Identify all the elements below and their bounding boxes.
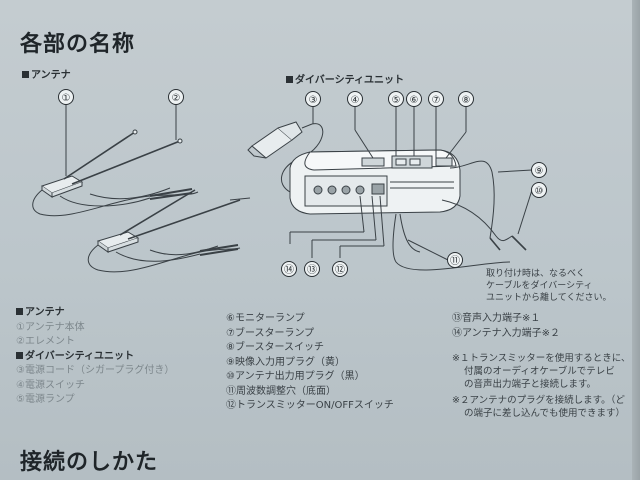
callout-11: ⑪ — [450, 255, 460, 267]
callout-13: ⑬ — [307, 264, 317, 276]
list-item: ⑤電源ランプ — [16, 394, 75, 405]
note-2: ※２アンテナのプラグを接続します。（ど の端子に差し込んでも使用できます） — [452, 395, 626, 419]
callout-3: ③ — [309, 95, 318, 106]
cable-placement-note: 取り付け時は、なるべく ケーブルをダイバーシティ ユニットから離してください。 — [486, 269, 612, 303]
list-item: ⑥モニターランプ — [226, 313, 305, 324]
page-title: 各部の名称 — [20, 32, 136, 57]
list-item: ⑬音声入力端子※１ — [452, 313, 541, 324]
square-bullet-icon — [286, 76, 293, 83]
antenna-unit-top — [32, 129, 251, 217]
list-item: ②エレメント — [16, 336, 75, 347]
section-title-connection: 接続のしかた — [20, 450, 159, 475]
callout-2: ② — [172, 93, 181, 104]
square-bullet-icon — [16, 351, 23, 359]
antenna-unit-bottom — [87, 189, 241, 273]
section-antenna: アンテナ — [22, 66, 71, 81]
parts-list-middle: ⑥モニターランプ ⑦ブースターランプ ⑧ブースタースイッチ ⑨映像入力用プラグ（… — [226, 312, 394, 414]
callout-1: ① — [62, 93, 71, 104]
section-diversity-unit: ダイバーシティユニット — [286, 71, 404, 86]
list-item: ①アンテナ本体 — [16, 321, 85, 333]
list-item: ⑨映像入力用プラグ（黄） — [226, 356, 345, 368]
callout-14: ⑭ — [284, 264, 294, 276]
callout-6: ⑥ — [410, 95, 419, 106]
callout-9: ⑨ — [535, 166, 544, 177]
list-header: アンテナ — [16, 306, 174, 321]
callout-10: ⑩ — [535, 186, 544, 197]
list-item: ⑦ブースターランプ — [226, 327, 315, 339]
callout-4: ④ — [351, 95, 360, 106]
list-item: ⑭アンテナ入力端子※２ — [452, 327, 560, 339]
list-item: ③電源コード（シガープラグ付き） — [16, 365, 175, 376]
square-bullet-icon — [22, 71, 29, 78]
note-1: ※１トランスミッターを使用するときに、 付属のオーディオケーブルでテレビ の音声… — [452, 353, 631, 390]
parts-list-left: アンテナ ①アンテナ本体 ②エレメント ダイバーシティユニット ③電源コード（シ… — [16, 306, 174, 408]
list-header: ダイバーシティユニット — [16, 350, 174, 365]
list-item: ⑧ブースタースイッチ — [226, 342, 324, 353]
diversity-unit-body — [289, 149, 461, 215]
parts-list-right: ⑬音声入力端子※１ ⑭アンテナ入力端子※２ — [452, 312, 560, 341]
callout-12: ⑫ — [335, 264, 345, 276]
list-item: ⑩アンテナ出力用プラグ（黒） — [226, 371, 365, 382]
square-bullet-icon — [16, 308, 23, 315]
list-item: ④電源スイッチ — [16, 379, 85, 391]
callout-5: ⑤ — [392, 95, 401, 106]
photo-frame-edge — [632, 0, 640, 480]
callout-7: ⑦ — [432, 95, 441, 106]
callout-8: ⑧ — [462, 95, 471, 106]
list-item: ⑪周波数調整穴（底面） — [226, 385, 336, 397]
list-item: ⑫トランスミッターON/OFFスイッチ — [226, 400, 394, 411]
